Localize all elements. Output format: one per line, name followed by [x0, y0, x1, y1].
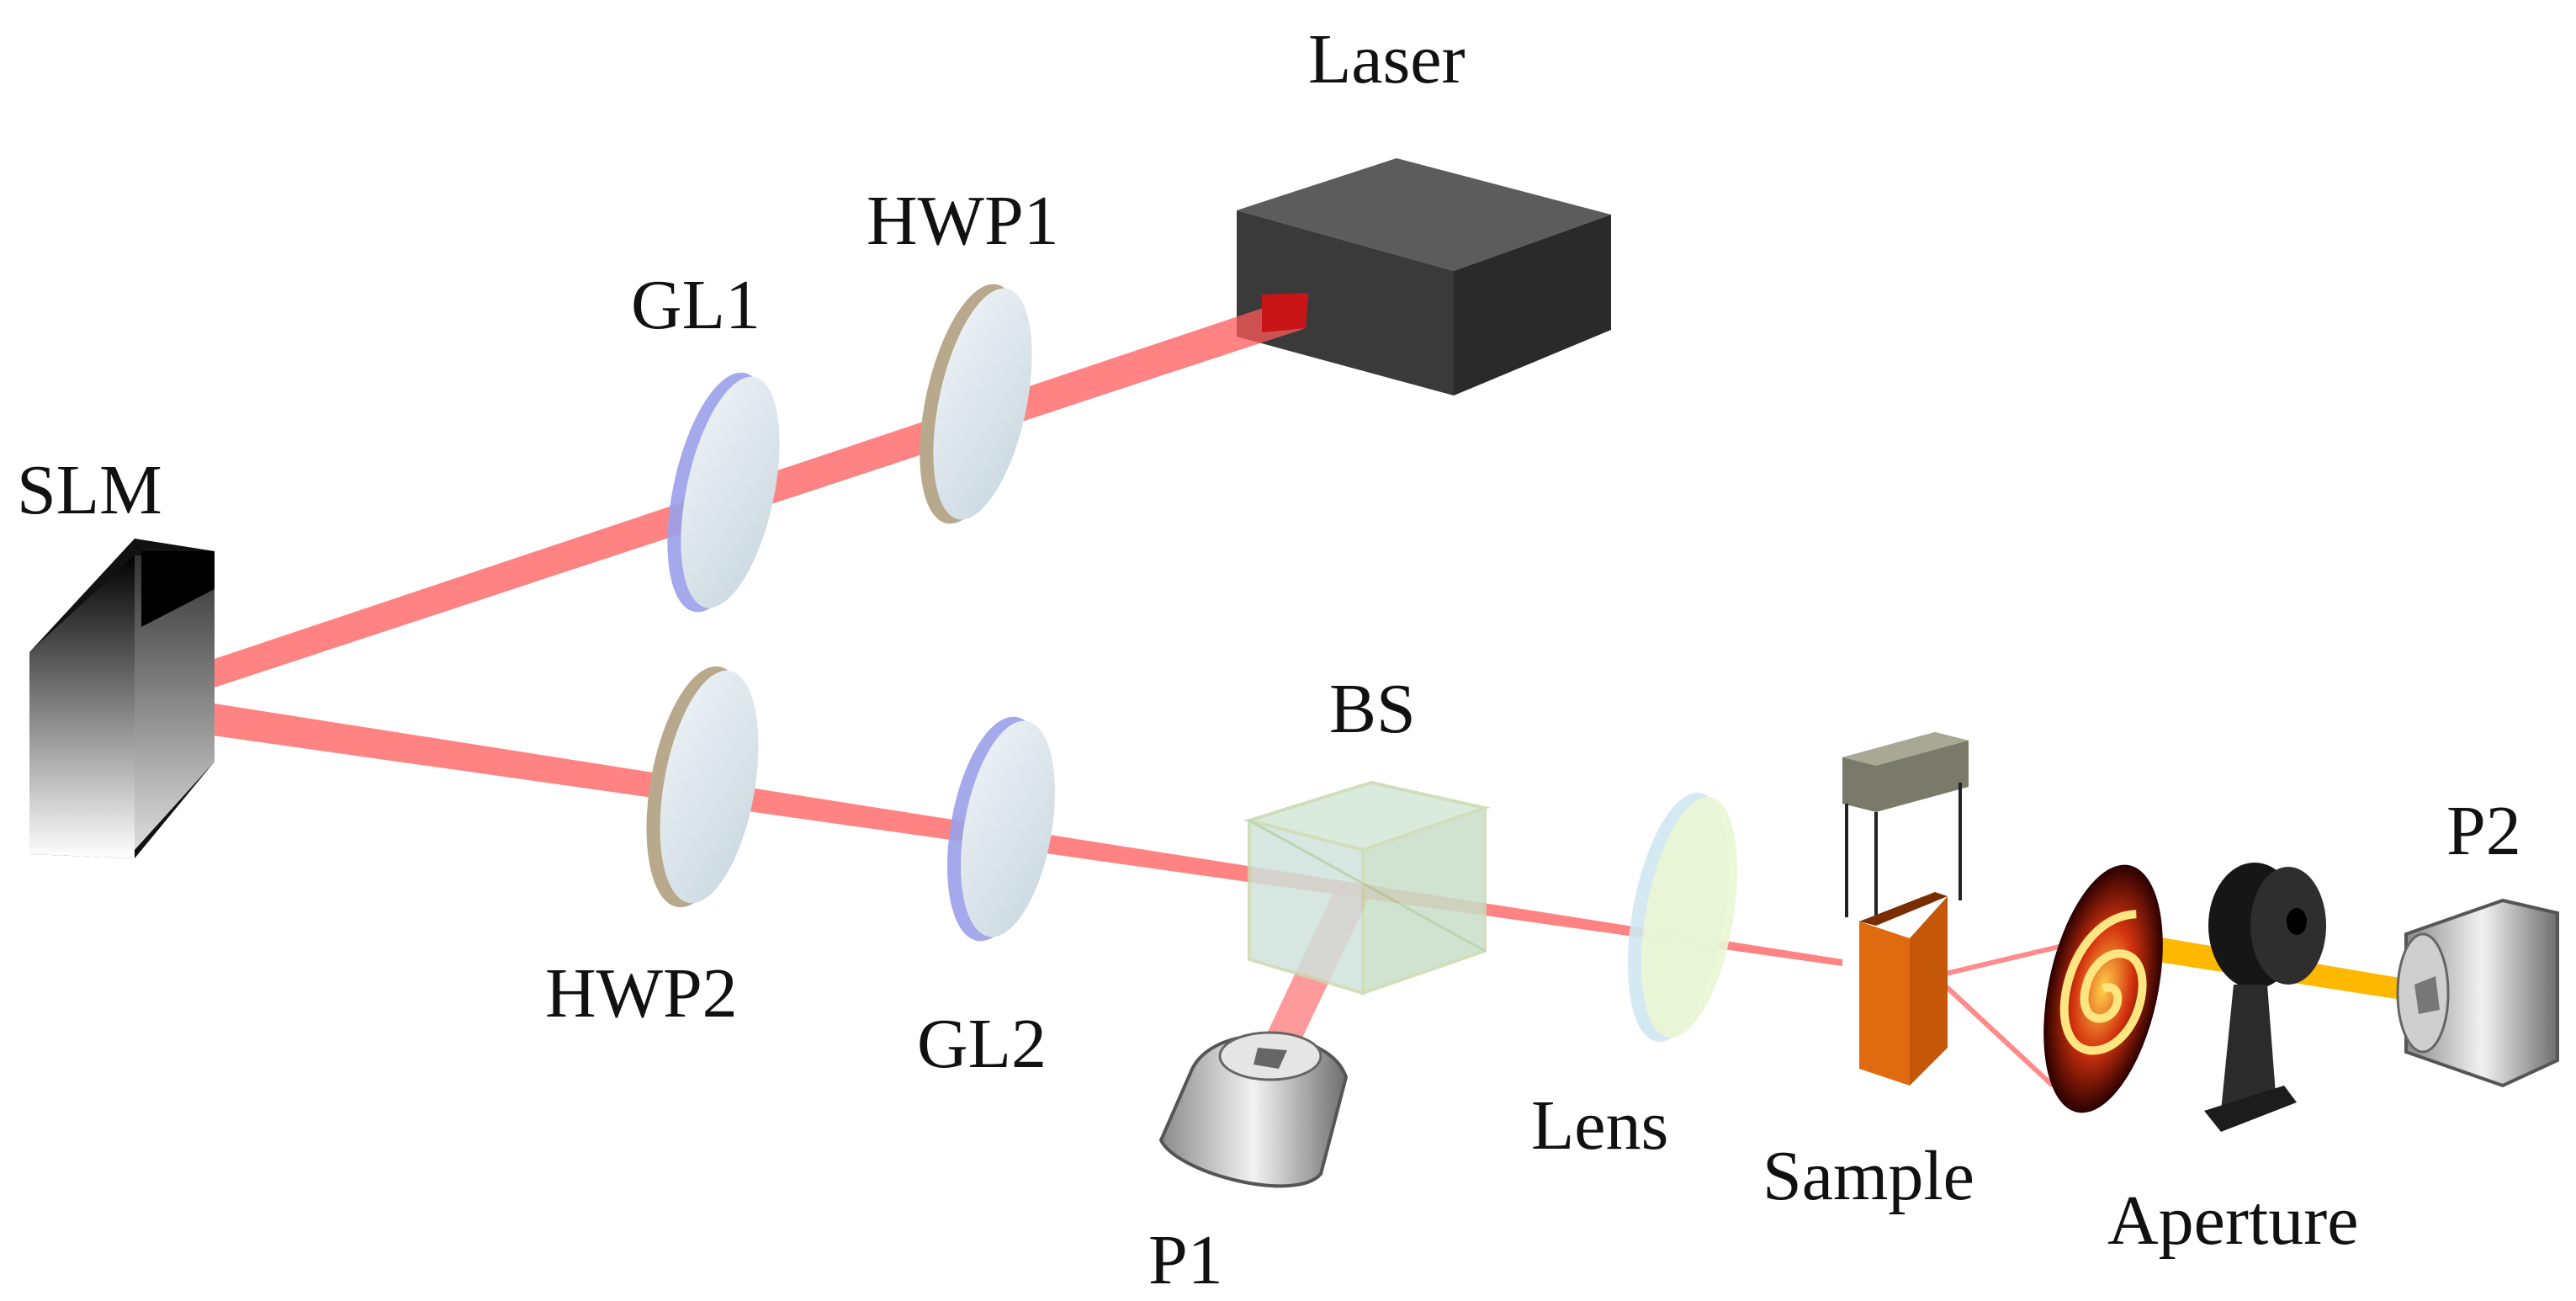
label-gl1: GL1	[631, 266, 761, 344]
spiral-pattern	[2043, 864, 2163, 1113]
gl1-glan-lens	[667, 372, 780, 613]
p2-detector	[2396, 898, 2559, 1088]
label-hwp2: HWP2	[545, 954, 738, 1033]
label-hwp1: HWP1	[867, 182, 1059, 260]
focusing-lens	[1627, 792, 1738, 1043]
label-laser: Laser	[1308, 20, 1466, 98]
label-gl2: GL2	[917, 1005, 1047, 1083]
beam-splitter-cube	[1243, 780, 1492, 996]
p1-detector	[1158, 1031, 1349, 1188]
slm	[29, 539, 215, 858]
sample-cell	[1842, 732, 1969, 1086]
label-aperture: Aperture	[2107, 1182, 2359, 1260]
gl2-glan-lens	[946, 716, 1055, 942]
laser-box	[1237, 158, 1611, 396]
component-labels: Laser HWP1 GL1 SLM HWP2 GL2 BS P1 Lens S…	[17, 20, 2521, 1299]
label-slm: SLM	[17, 451, 162, 529]
label-bs: BS	[1329, 670, 1416, 748]
label-sample: Sample	[1762, 1137, 1974, 1215]
label-p1: P1	[1148, 1221, 1223, 1299]
beam-sample-to-spiral	[1932, 942, 2070, 1088]
hwp1-wave-plate	[920, 284, 1032, 524]
label-p2: P2	[2446, 792, 2521, 870]
aperture	[2204, 863, 2326, 1132]
hwp2-wave-plate	[646, 666, 759, 908]
label-lens: Lens	[1531, 1086, 1668, 1165]
